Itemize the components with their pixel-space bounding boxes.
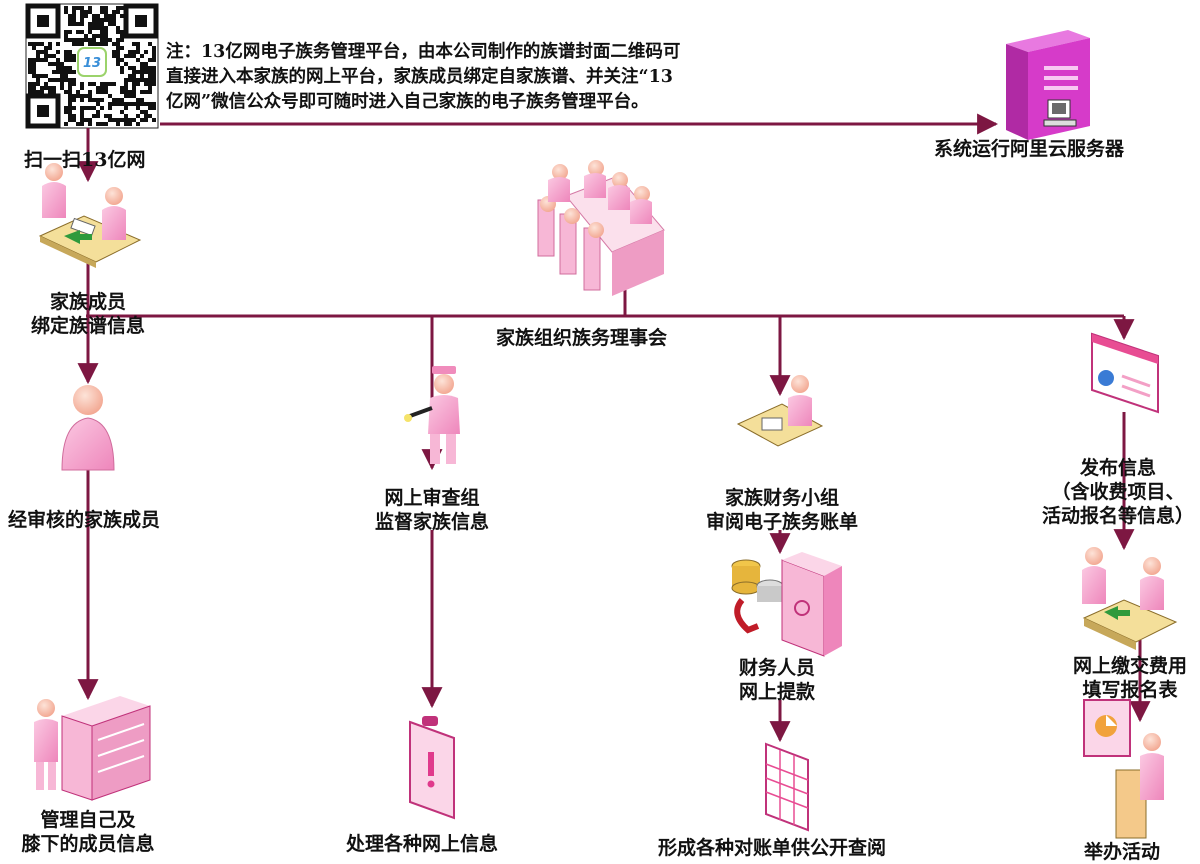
withdraw-label-line: 财务人员 — [738, 657, 815, 679]
publish-label: 发布信息 （含收费项目、 活动报名等信息） — [1036, 456, 1200, 528]
ledger-label: 形成各种对账单供公开查阅 — [658, 837, 887, 859]
review-label-line: 网上审查组 — [384, 487, 480, 509]
server-label: 系统运行阿里云服务器 — [934, 138, 1125, 160]
note-line: 亿网”微信公众号即可随时进入自己家族的电子族务管理平台。 — [166, 92, 649, 112]
pay-label-line: 网上缴交费用 — [1072, 655, 1187, 677]
council-label: 家族组织族务理事会 — [496, 327, 668, 349]
manage-rack-icon — [34, 696, 151, 801]
publish-label-line: 活动报名等信息） — [1041, 505, 1194, 527]
qr-code-icon: 13 — [25, 3, 159, 129]
bind-label: 家族成员 绑定族谱信息 — [20, 290, 156, 338]
pay-label-line: 填写报名表 — [1082, 679, 1178, 701]
publish-label-line: （含收费项目、 — [1051, 481, 1185, 503]
qr-logo-text: 13 — [83, 56, 101, 71]
publish-label-line: 发布信息 — [1079, 457, 1156, 479]
web-page-icon — [1091, 332, 1159, 414]
platform-note: 注：13亿网电子族务管理平台，由本公司制作的族谱封面二维码可 直接进入本家族的网… — [166, 40, 826, 115]
review-label: 网上审查组 监督家族信息 — [364, 486, 500, 534]
member-label: 经审核的家族成员 — [8, 509, 161, 531]
finance-label: 家族财务小组 审阅电子族务账单 — [692, 486, 872, 534]
member-person-icon — [61, 385, 115, 471]
finance-label-line: 家族财务小组 — [724, 487, 839, 509]
ledger-sheet-icon — [765, 742, 809, 832]
pay-people-icon — [1082, 547, 1178, 650]
finance-clerk-icon — [736, 375, 824, 447]
note-line: 直接进入本家族的网上平台，家族成员绑定自家族谱、并关注“13 — [166, 67, 673, 87]
bind-people-icon — [38, 163, 142, 268]
coins-safe-icon — [731, 552, 842, 657]
manage-label-line: 膝下的成员信息 — [21, 833, 155, 855]
server-icon — [1006, 30, 1090, 140]
manage-label-line: 管理自己及 — [40, 809, 136, 831]
event-presenter-icon — [1083, 699, 1164, 839]
scan-label: 扫一扫13亿网 — [24, 149, 146, 171]
manage-label: 管理自己及 膝下的成员信息 — [10, 808, 166, 856]
review-label-line: 监督家族信息 — [374, 511, 489, 533]
withdraw-label: 财务人员 网上提款 — [722, 656, 832, 704]
bind-label-line: 绑定族谱信息 — [30, 315, 145, 337]
clipboard-alert-icon — [409, 716, 455, 820]
reviewer-guard-icon — [404, 366, 460, 464]
note-line: 注：13亿网电子族务管理平台，由本公司制作的族谱封面二维码可 — [166, 42, 681, 62]
council-meeting-icon — [537, 160, 665, 296]
pay-label: 网上缴交费用 填写报名表 — [1060, 654, 1200, 702]
withdraw-label-line: 网上提款 — [738, 681, 815, 703]
finance-label-line: 审阅电子族务账单 — [705, 511, 858, 533]
bind-label-line: 家族成员 — [49, 291, 126, 313]
handle-label: 处理各种网上信息 — [346, 833, 499, 855]
event-label: 举办活动 — [1084, 841, 1161, 863]
